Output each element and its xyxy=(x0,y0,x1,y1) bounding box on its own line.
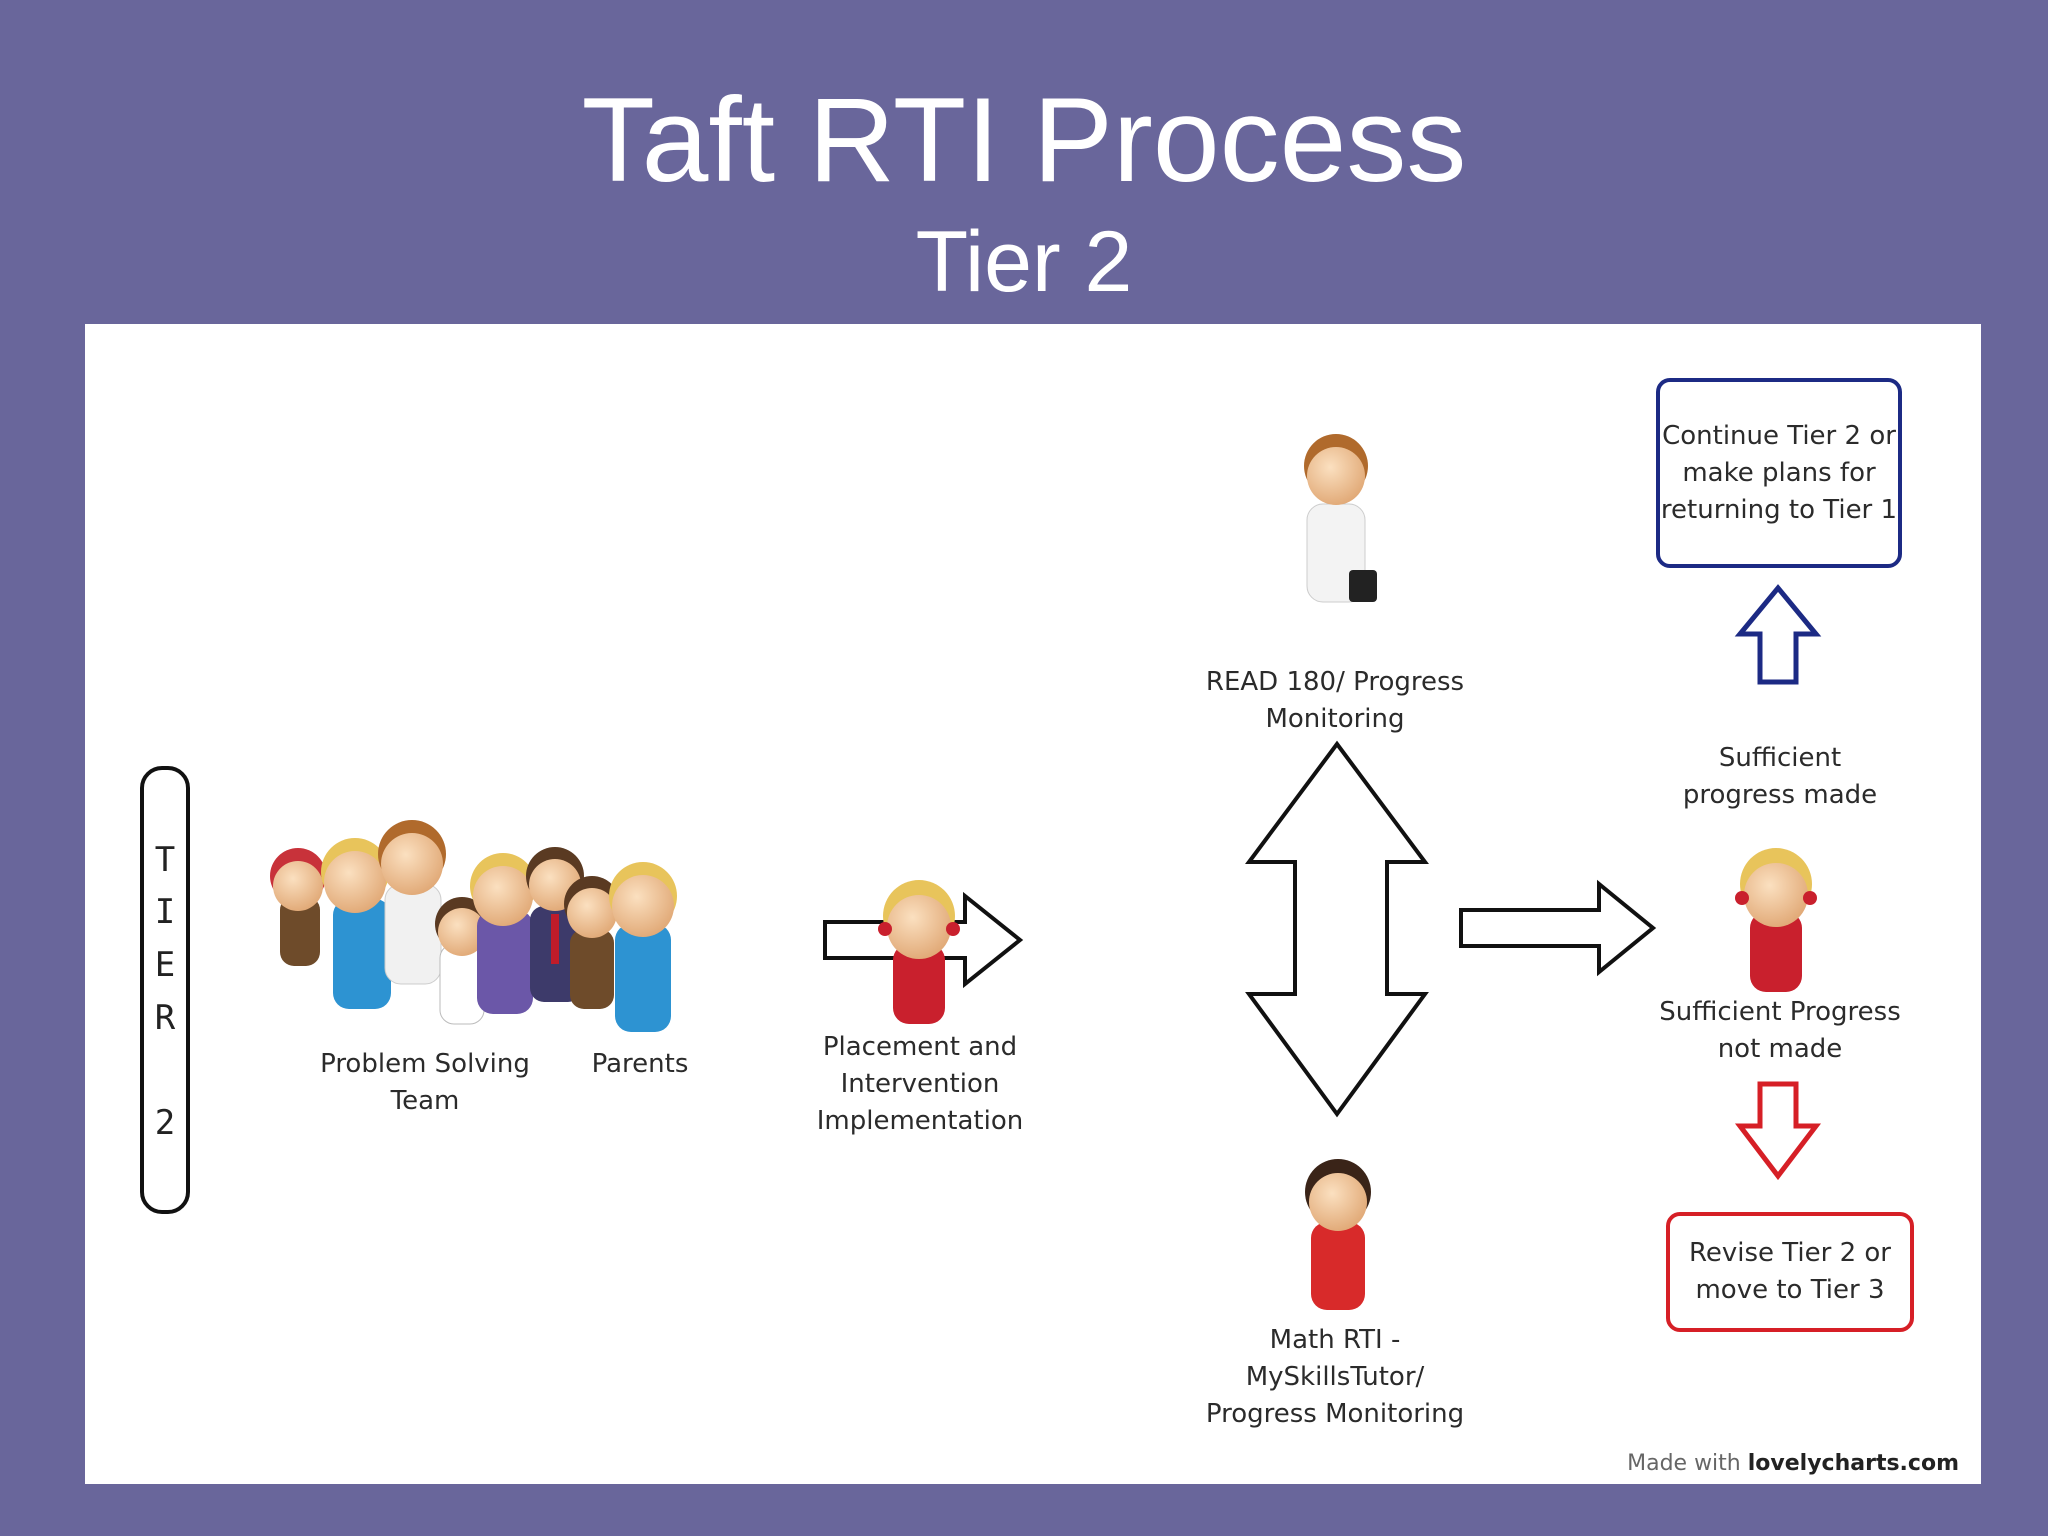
slide-title: Taft RTI Process xyxy=(581,73,1467,207)
read180-figure xyxy=(1304,434,1377,603)
parent-figure-1 xyxy=(564,876,620,1009)
down-arrow xyxy=(1734,1081,1822,1181)
parents-label: Parents xyxy=(591,1049,689,1079)
double-arrow-vertical xyxy=(1245,740,1429,1118)
continue-tier2-text: Continue Tier 2 or make plans for return… xyxy=(1660,420,1898,525)
team-figure-3 xyxy=(378,820,446,985)
team-figure-2 xyxy=(321,838,391,1009)
placement-label: Placement and Intervention Implementatio… xyxy=(816,1032,1024,1136)
up-arrow xyxy=(1734,584,1822,685)
diagram-graphics xyxy=(270,434,1822,1310)
outcome-figure xyxy=(1735,848,1817,992)
team-figure-4 xyxy=(435,897,489,1025)
tier-letter-i: I xyxy=(154,892,176,932)
revise-tier2-text: Revise Tier 2 or move to Tier 3 xyxy=(1689,1238,1891,1305)
tier-label-box: T I E R 2 xyxy=(140,766,190,1214)
math-label: Math RTI - MySkillsTutor/ Progress Monit… xyxy=(1205,1325,1465,1429)
credit-brand: lovelycharts.com xyxy=(1747,1451,1959,1476)
credit-line: Made with lovelycharts.com xyxy=(1627,1451,1959,1476)
placement-figure xyxy=(878,880,960,1024)
diagram-panel: T I E R 2 Problem Solving Team Parents P… xyxy=(85,324,1981,1484)
tier-letter-e: E xyxy=(154,945,176,985)
credit-prefix: Made with xyxy=(1627,1451,1741,1476)
revise-tier2-box: Revise Tier 2 or move to Tier 3 xyxy=(1666,1212,1914,1332)
tier-letter-r: R xyxy=(154,998,176,1038)
parent-figure-2 xyxy=(609,862,677,1032)
team-figure-5 xyxy=(470,853,536,1014)
slide-subtitle: Tier 2 xyxy=(915,214,1133,310)
team-label: Problem Solving Team xyxy=(320,1049,530,1116)
read180-label: READ 180/ Progress Monitoring xyxy=(1205,667,1465,734)
team-figure-6 xyxy=(526,847,584,1002)
team-figure-1 xyxy=(270,848,326,966)
tier-letter-t: T xyxy=(154,840,176,880)
continue-tier2-box: Continue Tier 2 or make plans for return… xyxy=(1656,378,1902,568)
not-sufficient-label: Sufficient Progress not made xyxy=(1659,997,1901,1064)
math-figure xyxy=(1305,1159,1371,1310)
tier-number: 2 xyxy=(154,1103,176,1143)
sufficient-label: Sufficient progress made xyxy=(1682,743,1878,810)
right-arrow-2 xyxy=(1459,879,1657,977)
